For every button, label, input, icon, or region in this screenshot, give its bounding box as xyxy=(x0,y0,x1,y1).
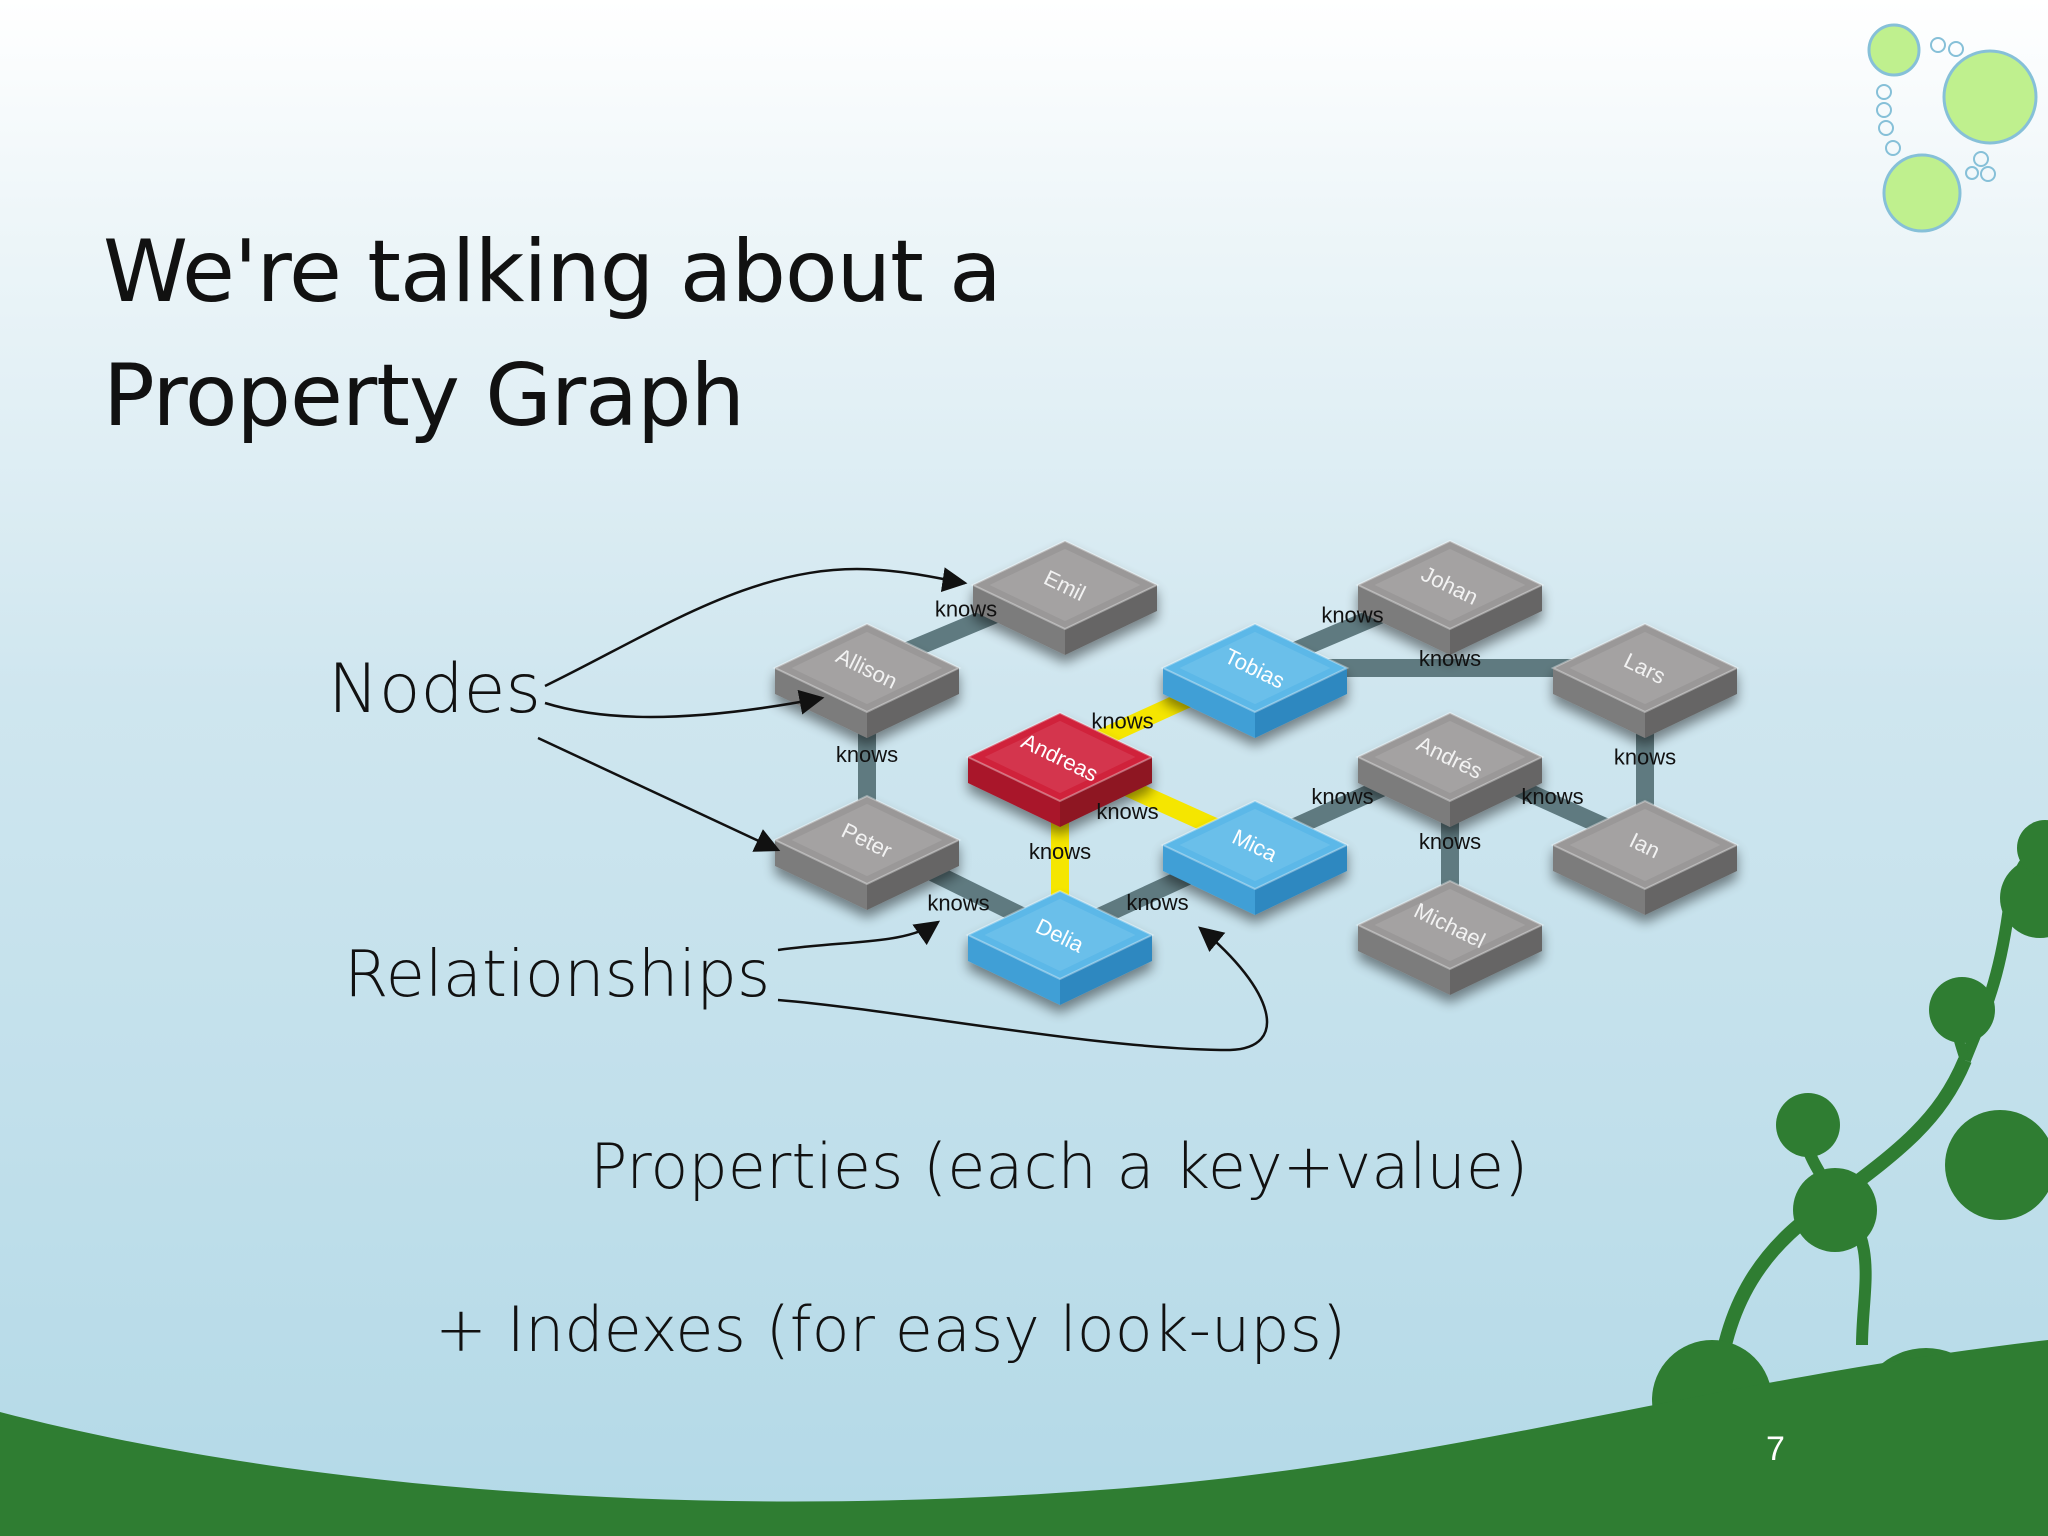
node-andres: Andrés xyxy=(1355,711,1545,827)
node-delia: Delia xyxy=(965,889,1155,1005)
relationship-label: knows xyxy=(1126,890,1188,915)
callout-arrows xyxy=(537,567,1269,1052)
relationship-label: knows xyxy=(935,597,997,622)
node-peter: Peter xyxy=(772,794,962,910)
relationship-label: knows xyxy=(1096,799,1158,824)
relationship-labels-layer: knowsknowsknowsknowsknowsknowsknowsknows… xyxy=(836,597,1676,916)
node-ian: Ian xyxy=(1550,799,1740,915)
node-emil: Emil xyxy=(970,539,1160,655)
relationship-label: knows xyxy=(836,742,898,767)
nodes-arrow-to-peter xyxy=(537,736,781,852)
relationship-label: knows xyxy=(1521,784,1583,809)
title-line-1: We're talking about a xyxy=(103,222,1002,322)
relationship-label: knows xyxy=(1614,745,1676,770)
relationship-label: knows xyxy=(1311,784,1373,809)
node-allison: Allison xyxy=(772,622,962,738)
relationships-arrow-2 xyxy=(777,926,1269,1052)
relationship-label: knows xyxy=(1419,829,1481,854)
node-mica: Mica xyxy=(1160,799,1350,915)
nodes-arrow-to-allison xyxy=(544,689,825,719)
relationship-label: knows xyxy=(1091,709,1153,734)
indexes-line: + Indexes (for easy look-ups) xyxy=(435,1293,1347,1366)
node-michael: Michael xyxy=(1355,879,1545,995)
relationship-label: knows xyxy=(1321,603,1383,628)
nodes-arrow-to-emil xyxy=(544,567,968,688)
node-johan: Johan xyxy=(1355,539,1545,655)
nodes-label: Nodes xyxy=(328,650,541,729)
relationship-label: knows xyxy=(1029,839,1091,864)
hill-decoration xyxy=(0,1340,2048,1536)
node-andreas: Andreas xyxy=(965,711,1155,827)
relationship-label: knows xyxy=(927,891,989,916)
node-tobias: Tobias xyxy=(1160,622,1350,738)
relationships-arrow-1 xyxy=(777,920,941,952)
relationships-label: Relationships xyxy=(344,938,771,1012)
relationship-label: knows xyxy=(1419,646,1481,671)
bubbles-decoration xyxy=(1867,23,2038,233)
page-number: 7 xyxy=(1766,1430,1785,1468)
slide-title: We're talking about a Property Graph xyxy=(103,210,1002,458)
node-lars: Lars xyxy=(1550,622,1740,738)
properties-line: Properties (each a key+value) xyxy=(590,1130,1529,1203)
title-line-2: Property Graph xyxy=(103,346,745,446)
